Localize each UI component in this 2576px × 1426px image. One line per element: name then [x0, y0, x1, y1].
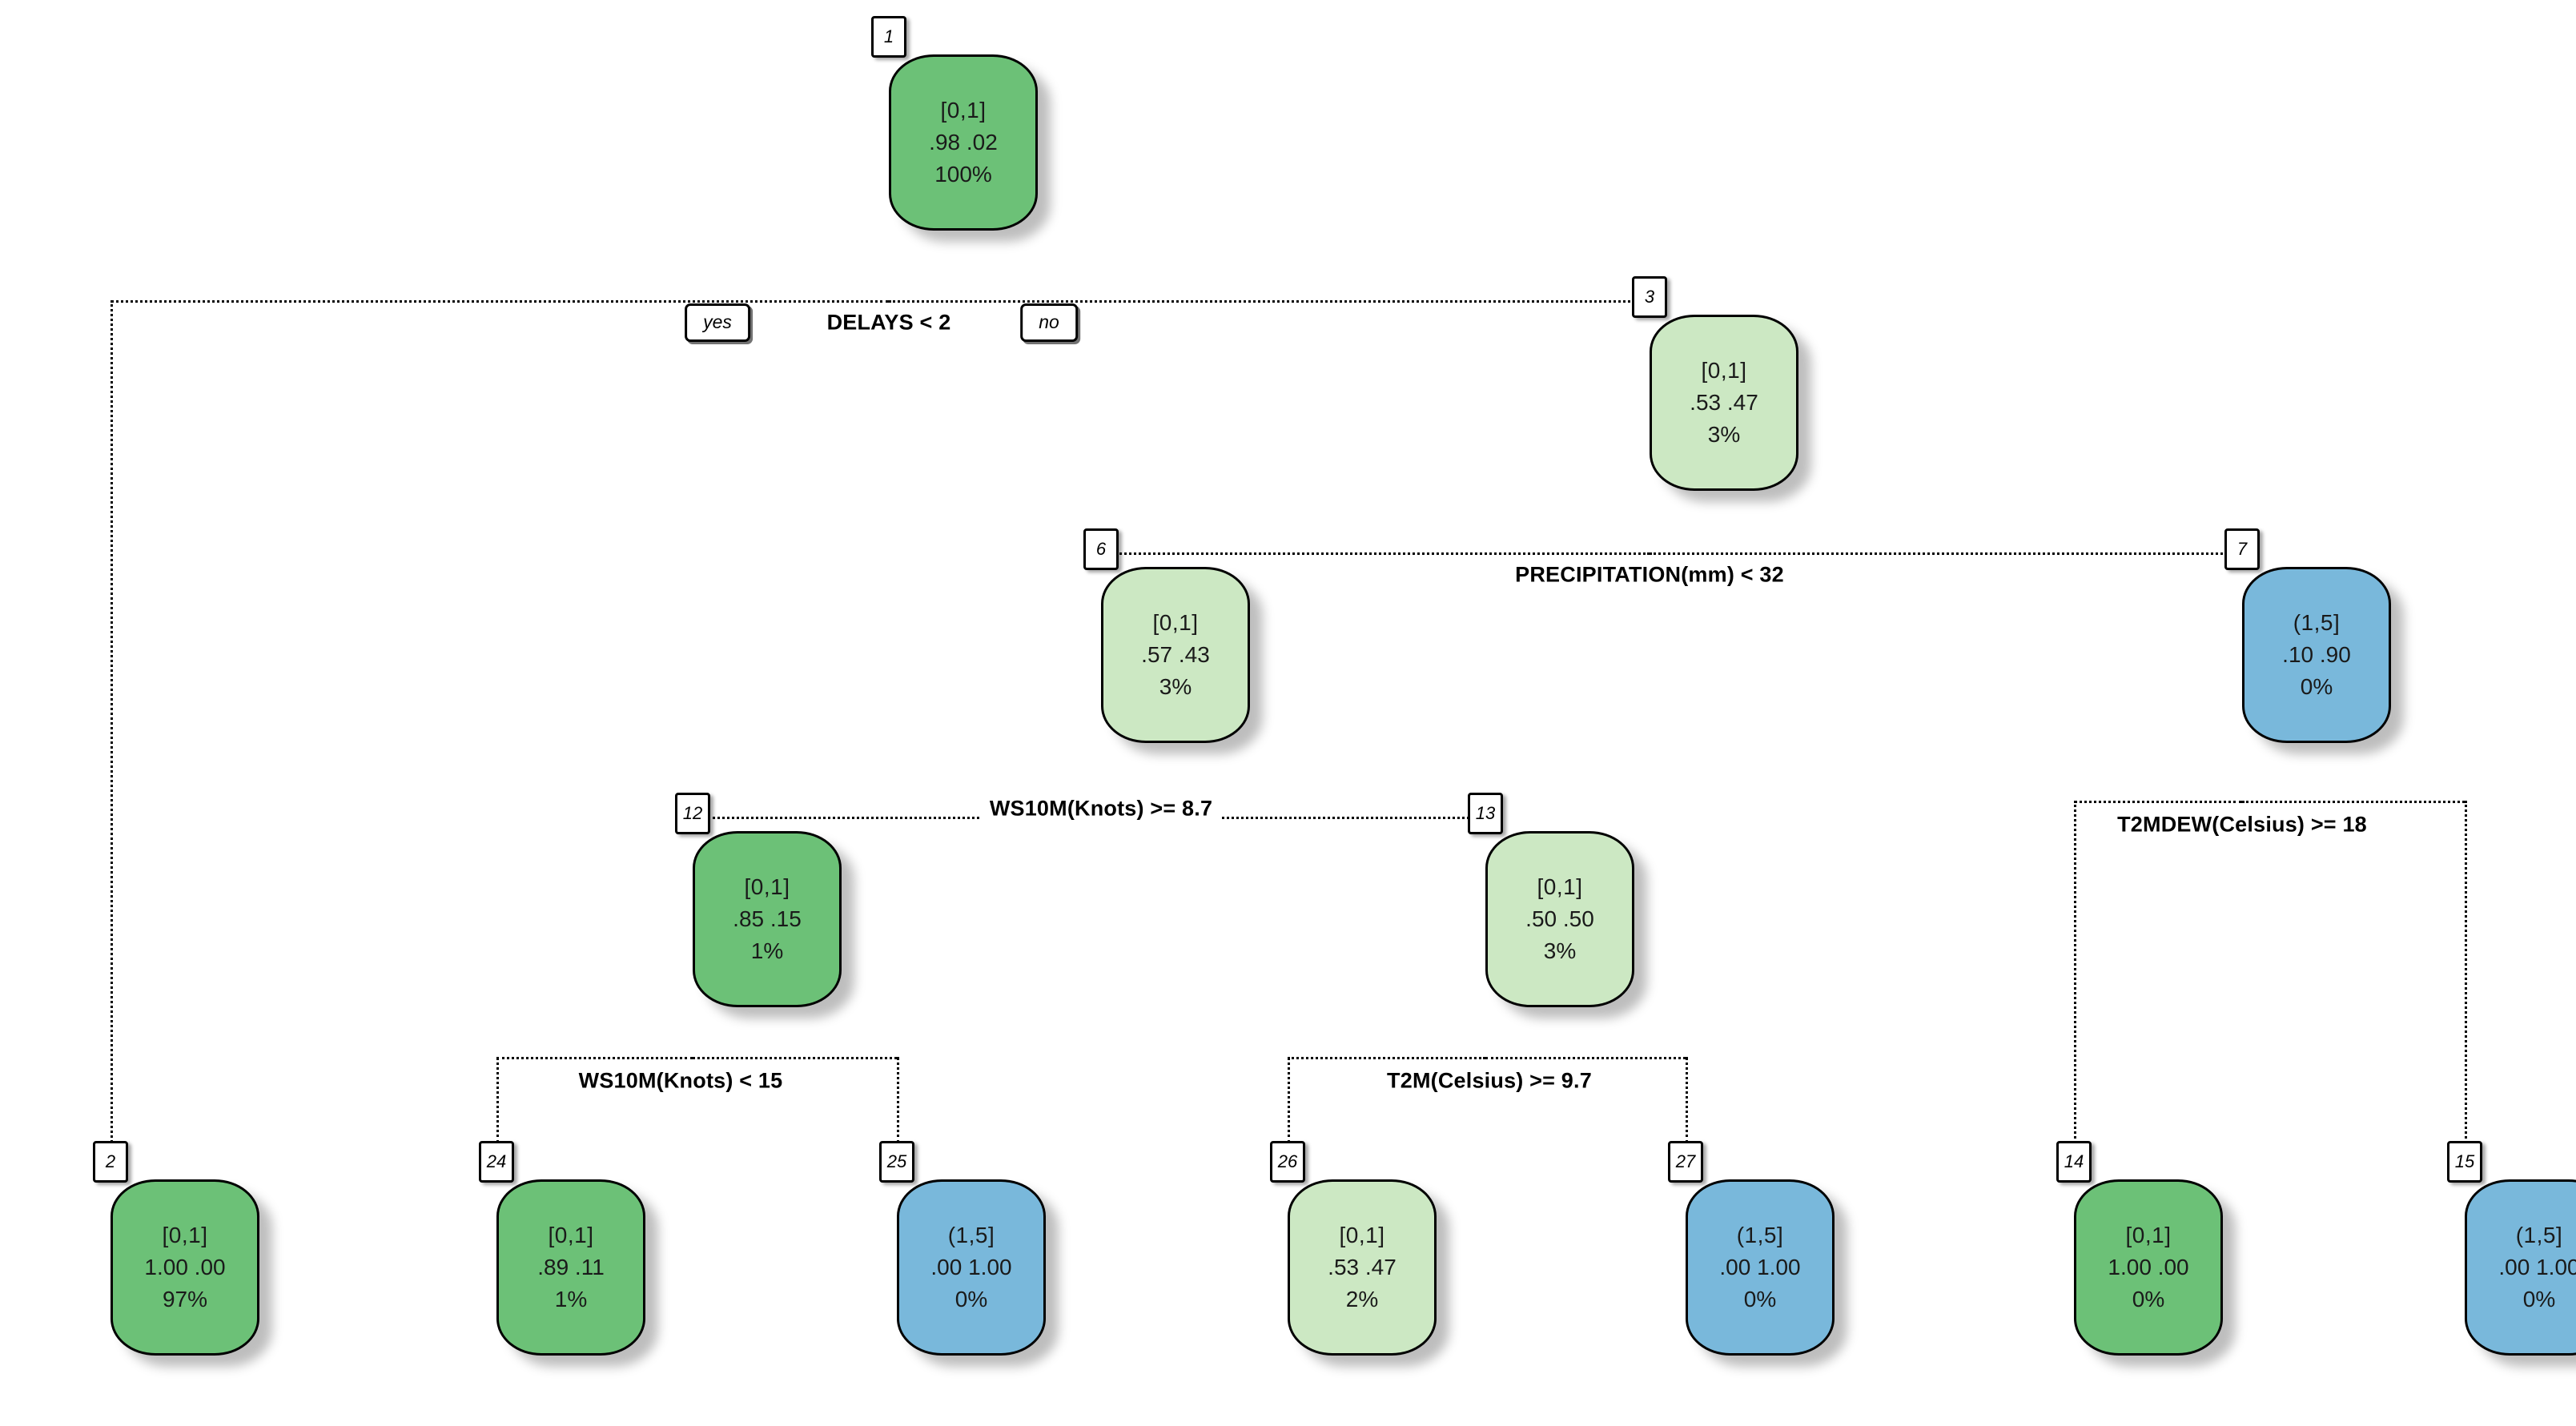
- node-body[interactable]: [0,1] .53 .47 3%: [1650, 315, 1798, 491]
- split-label-ws10m-87: WS10M(Knots) >= 8.7: [981, 796, 1221, 821]
- split-label-t2m: T2M(Celsius) >= 9.7: [1379, 1068, 1600, 1094]
- node-percentage: 0%: [2300, 673, 2333, 699]
- node-body[interactable]: (1,5] .10 .90 0%: [2242, 567, 2391, 743]
- node-id-badge: 25: [879, 1141, 914, 1183]
- node-class-label: [0,1]: [2125, 1223, 2172, 1248]
- node-body[interactable]: (1,5] .00 1.00 0%: [2465, 1179, 2576, 1356]
- edge-1-3-horizontal: [889, 300, 1650, 303]
- split-label-ws10m-15: WS10M(Knots) < 15: [570, 1068, 791, 1094]
- node-probabilities: .50 .50: [1525, 906, 1594, 932]
- split-label-delays: DELAYS < 2: [818, 310, 959, 335]
- node-class-label: [0,1]: [1537, 874, 1583, 900]
- node-percentage: 3%: [1707, 421, 1741, 447]
- node-probabilities: .00 1.00: [1719, 1255, 1801, 1280]
- node-body[interactable]: [0,1] .53 .47 2%: [1288, 1179, 1437, 1356]
- edge-7-14-vertical: [2074, 801, 2076, 1143]
- node-body[interactable]: [0,1] .85 .15 1%: [693, 831, 842, 1007]
- edge-12-24-horizontal: [496, 1057, 693, 1059]
- node-id-badge: 1: [871, 16, 906, 58]
- edge-7-14-horizontal: [2074, 801, 2242, 803]
- node-id-badge: 12: [675, 793, 710, 834]
- node-percentage: 1%: [554, 1286, 588, 1312]
- node-probabilities: .98 .02: [929, 130, 998, 155]
- node-class-label: [0,1]: [1701, 358, 1747, 384]
- node-id-badge: 3: [1632, 276, 1667, 318]
- edge-12-25-vertical: [897, 1057, 899, 1143]
- node-class-label: [0,1]: [744, 874, 790, 900]
- node-class-label: [0,1]: [940, 98, 987, 123]
- node-class-label: [0,1]: [1152, 610, 1199, 636]
- edge-13-26-vertical: [1288, 1057, 1290, 1143]
- node-id-badge: 24: [479, 1141, 514, 1183]
- node-probabilities: .00 1.00: [930, 1255, 1012, 1280]
- node-probabilities: .00 1.00: [2498, 1255, 2576, 1280]
- split-label-precipitation: PRECIPITATION(mm) < 32: [1507, 562, 1792, 588]
- branch-label-yes: yes: [685, 303, 750, 342]
- node-body[interactable]: (1,5] .00 1.00 0%: [1686, 1179, 1835, 1356]
- node-body[interactable]: [0,1] 1.00 .00 0%: [2074, 1179, 2223, 1356]
- edge-1-2-vertical: [111, 300, 113, 1143]
- node-percentage: 3%: [1159, 673, 1192, 699]
- node-class-label: (1,5]: [2293, 610, 2341, 636]
- node-id-badge: 2: [93, 1141, 128, 1183]
- node-body[interactable]: [0,1] .50 .50 3%: [1485, 831, 1634, 1007]
- node-probabilities: .53 .47: [1690, 390, 1758, 416]
- edge-12-25-horizontal: [693, 1057, 897, 1059]
- node-probabilities: .89 .11: [537, 1255, 605, 1280]
- edge-13-26-horizontal: [1288, 1057, 1485, 1059]
- edge-7-15-horizontal: [2242, 801, 2465, 803]
- node-body[interactable]: [0,1] 1.00 .00 97%: [111, 1179, 259, 1356]
- node-percentage: 3%: [1543, 938, 1577, 963]
- node-percentage: 2%: [1345, 1286, 1379, 1312]
- edge-7-15-vertical: [2465, 801, 2467, 1143]
- node-probabilities: .57 .43: [1141, 642, 1210, 668]
- node-percentage: 0%: [2522, 1286, 2556, 1312]
- node-body[interactable]: [0,1] .57 .43 3%: [1101, 567, 1250, 743]
- edge-13-27-vertical: [1686, 1057, 1688, 1143]
- node-id-badge: 7: [2224, 528, 2260, 570]
- node-id-badge: 27: [1668, 1141, 1703, 1183]
- node-percentage: 1%: [750, 938, 784, 963]
- node-id-badge: 6: [1083, 528, 1119, 570]
- node-id-badge: 15: [2447, 1141, 2482, 1183]
- node-body[interactable]: [0,1] .98 .02 100%: [889, 54, 1038, 231]
- edge-12-24-vertical: [496, 1057, 499, 1143]
- node-class-label: (1,5]: [2515, 1223, 2563, 1248]
- node-probabilities: 1.00 .00: [144, 1255, 226, 1280]
- edge-3-6-horizontal: [1101, 552, 1650, 555]
- node-percentage: 0%: [1743, 1286, 1777, 1312]
- split-label-t2mdew: T2MDEW(Celsius) >= 18: [2109, 812, 2375, 838]
- branch-label-no: no: [1020, 303, 1078, 342]
- node-class-label: [0,1]: [1339, 1223, 1385, 1248]
- edge-3-7-horizontal: [1650, 552, 2242, 555]
- node-class-label: [0,1]: [548, 1223, 594, 1248]
- node-probabilities: .10 .90: [2282, 642, 2351, 668]
- node-class-label: (1,5]: [947, 1223, 995, 1248]
- node-id-badge: 26: [1270, 1141, 1305, 1183]
- node-class-label: [0,1]: [162, 1223, 208, 1248]
- node-body[interactable]: [0,1] .89 .11 1%: [496, 1179, 645, 1356]
- edge-13-27-horizontal: [1485, 1057, 1686, 1059]
- node-id-badge: 14: [2056, 1141, 2092, 1183]
- node-percentage: 97%: [162, 1286, 208, 1312]
- node-percentage: 0%: [954, 1286, 988, 1312]
- node-percentage: 0%: [2132, 1286, 2165, 1312]
- node-probabilities: .53 .47: [1328, 1255, 1397, 1280]
- node-body[interactable]: (1,5] .00 1.00 0%: [897, 1179, 1046, 1356]
- edge-1-2-horizontal: [111, 300, 889, 303]
- node-probabilities: 1.00 .00: [2108, 1255, 2189, 1280]
- node-probabilities: .85 .15: [733, 906, 802, 932]
- node-id-badge: 13: [1468, 793, 1503, 834]
- node-percentage: 100%: [934, 161, 992, 187]
- node-class-label: (1,5]: [1736, 1223, 1784, 1248]
